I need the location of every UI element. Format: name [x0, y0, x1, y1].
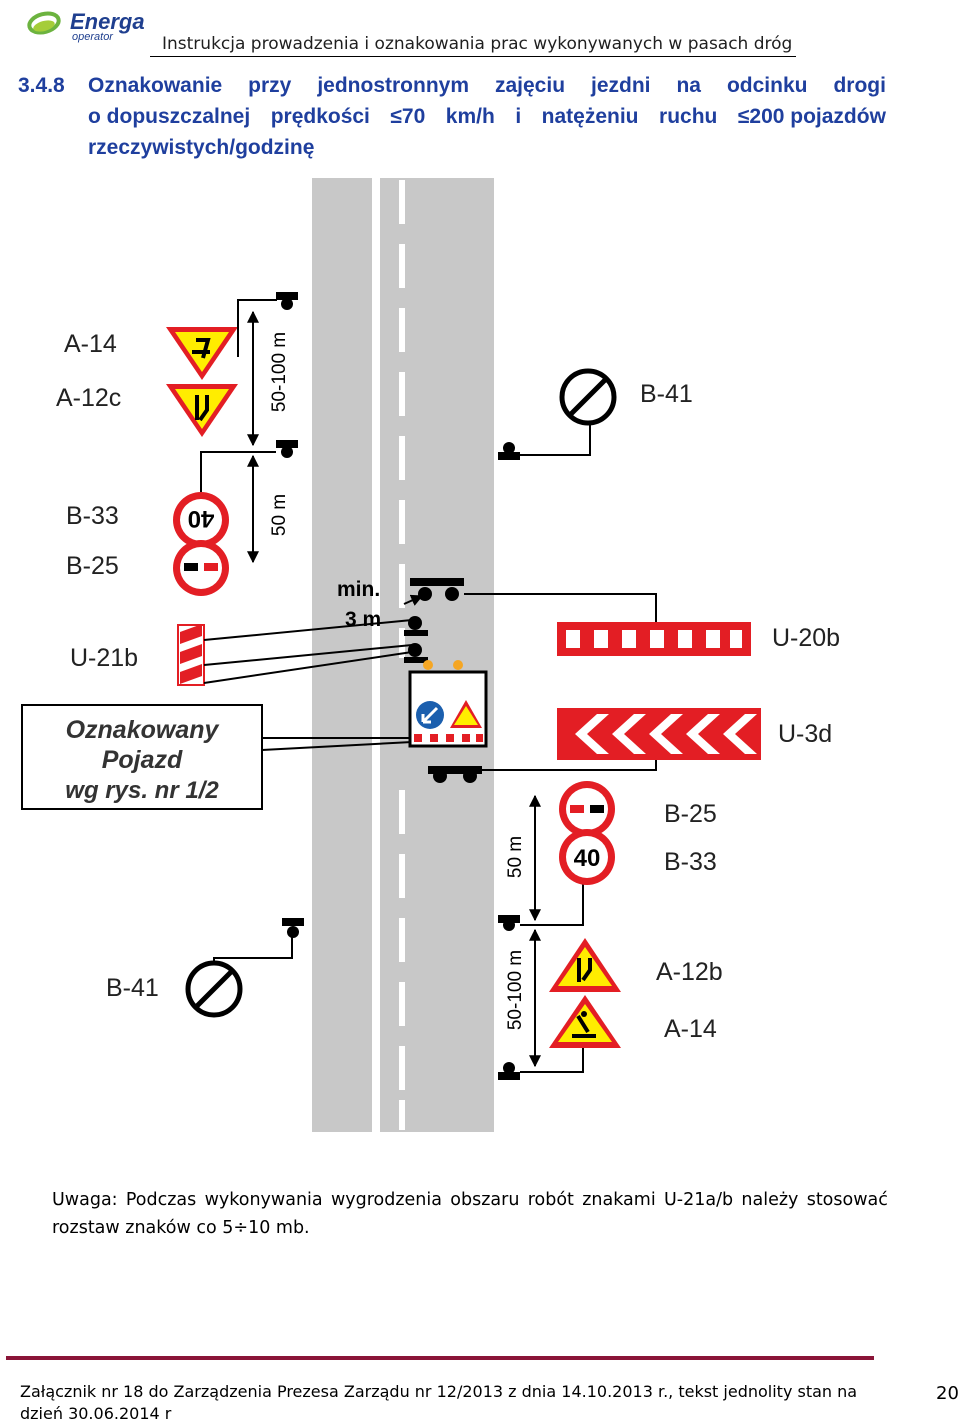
note-word: Uwaga:: [52, 1190, 118, 1210]
title-word: jezdni: [591, 74, 651, 97]
note-word: należy: [741, 1190, 799, 1210]
label-b33-bottom: B-33: [664, 848, 717, 876]
distance-label-bottom-short: 50 m: [505, 836, 526, 878]
title-word: odcinku: [726, 74, 808, 97]
distance-label-top-short: 50 m: [269, 494, 290, 536]
speed-limit-value: 40: [574, 845, 601, 872]
sign-b25-bottom: [559, 781, 615, 837]
title-word: ≤200 pojazdów: [737, 105, 886, 128]
min-distance-line1: min.: [337, 578, 380, 601]
label-b41-top: B-41: [640, 380, 693, 408]
note-word: robót: [527, 1190, 574, 1210]
speed-limit-value: 40: [188, 505, 215, 532]
note-word: wykonywania: [204, 1190, 323, 1210]
section-title-line2: o dopuszczalnej prędkości ≤70 km/h i nat…: [88, 105, 886, 129]
note-line2: rozstaw znaków co 5÷10 mb.: [52, 1218, 310, 1238]
logo-swirl-icon: [27, 11, 61, 35]
label-b41-bottom: B-41: [106, 974, 159, 1002]
label-b25-bottom: B-25: [664, 800, 717, 828]
title-word: natężeniu: [541, 105, 639, 128]
dimension-arrows: [247, 310, 541, 1068]
title-word: o dopuszczalnej: [88, 105, 251, 128]
title-word: zajęciu: [494, 74, 566, 97]
sign-u3d: [557, 708, 761, 760]
label-a12b: A-12b: [656, 958, 723, 986]
distance-label-top-long: 50-100 m: [269, 332, 290, 412]
footer-text: Załącznik nr 18 do Zarządzenia Prezesa Z…: [20, 1382, 858, 1423]
callout-line3: wg rys. nr 1/2: [65, 777, 219, 804]
sign-a14-top: [166, 327, 238, 380]
title-word: km/h: [445, 105, 495, 128]
road: [312, 178, 494, 1132]
note-word: Podczas: [125, 1190, 197, 1210]
leader-lines: [200, 299, 657, 1073]
title-word: drogi: [833, 74, 886, 97]
label-a14-top: A-14: [64, 330, 117, 358]
distance-label-bottom-long: 50-100 m: [505, 950, 526, 1030]
note-word: U-21a/b: [663, 1190, 734, 1210]
title-word: przy: [248, 74, 292, 97]
sign-a12c-top: [166, 384, 238, 437]
title-word: prędkości: [270, 105, 370, 128]
note-line1: Uwaga: Podczas wykonywania wygrodzenia o…: [52, 1186, 888, 1214]
sign-labels: A-14 A-12c B-33 B-25 U-21b B-41 U-20b U-…: [56, 330, 840, 1043]
company-logo: Energa operator: [26, 6, 156, 46]
page-number: 20: [936, 1383, 959, 1404]
section-title-line1: Oznakowanie przy jednostronnym zajęciu j…: [88, 74, 886, 98]
title-word: jednostronnym: [317, 74, 470, 97]
sign-b33-bottom: 40: [559, 829, 615, 885]
section-title-line3: rzeczywistych/godzinę: [88, 136, 315, 159]
section-number: 3.4.8: [18, 74, 65, 97]
callout-line1: Oznakowany: [66, 716, 220, 744]
min-distance-line2: 3 m: [345, 608, 381, 631]
title-word: na: [676, 74, 701, 97]
title-word: ≤70: [390, 105, 426, 128]
label-a12c: A-12c: [56, 384, 121, 412]
sign-b41-bottom: [185, 960, 243, 1018]
signed-vehicle: [408, 660, 488, 748]
logo-name: Energa: [70, 9, 145, 34]
sign-u21b: [177, 624, 205, 686]
footer-divider: [6, 1356, 874, 1360]
document-header-title: Instrukcja prowadzenia i oznakowania pra…: [162, 34, 793, 54]
title-word: Oznakowanie: [88, 74, 223, 97]
label-u21b: U-21b: [70, 644, 138, 672]
sign-u20b: [557, 622, 751, 656]
label-a14-bottom: A-14: [664, 1015, 717, 1043]
sign-b25-top: [173, 540, 229, 596]
note-word: obszaru: [450, 1190, 520, 1210]
vehicle-callout-box: Oznakowany Pojazd wg rys. nr 1/2: [21, 704, 263, 810]
label-u3d: U-3d: [778, 720, 832, 748]
sign-a14-bottom: [549, 995, 621, 1048]
logo-sub: operator: [72, 31, 113, 43]
sign-a12b: [549, 938, 621, 992]
title-word: i: [515, 105, 522, 128]
note-paragraph: Uwaga: Podczas wykonywania wygrodzenia o…: [52, 1186, 888, 1242]
header-underline: [150, 56, 796, 57]
label-u20b: U-20b: [772, 624, 840, 652]
title-word: ruchu: [659, 105, 718, 128]
callout-line2: Pojazd: [102, 746, 183, 774]
note-word: wygrodzenia: [330, 1190, 442, 1210]
note-word: stosować: [806, 1190, 888, 1210]
label-b25-top: B-25: [66, 552, 119, 580]
sign-b41-top: [559, 368, 617, 426]
label-b33-top: B-33: [66, 502, 119, 530]
sign-b33-top: 40: [173, 492, 229, 548]
note-word: znakami: [582, 1190, 656, 1210]
